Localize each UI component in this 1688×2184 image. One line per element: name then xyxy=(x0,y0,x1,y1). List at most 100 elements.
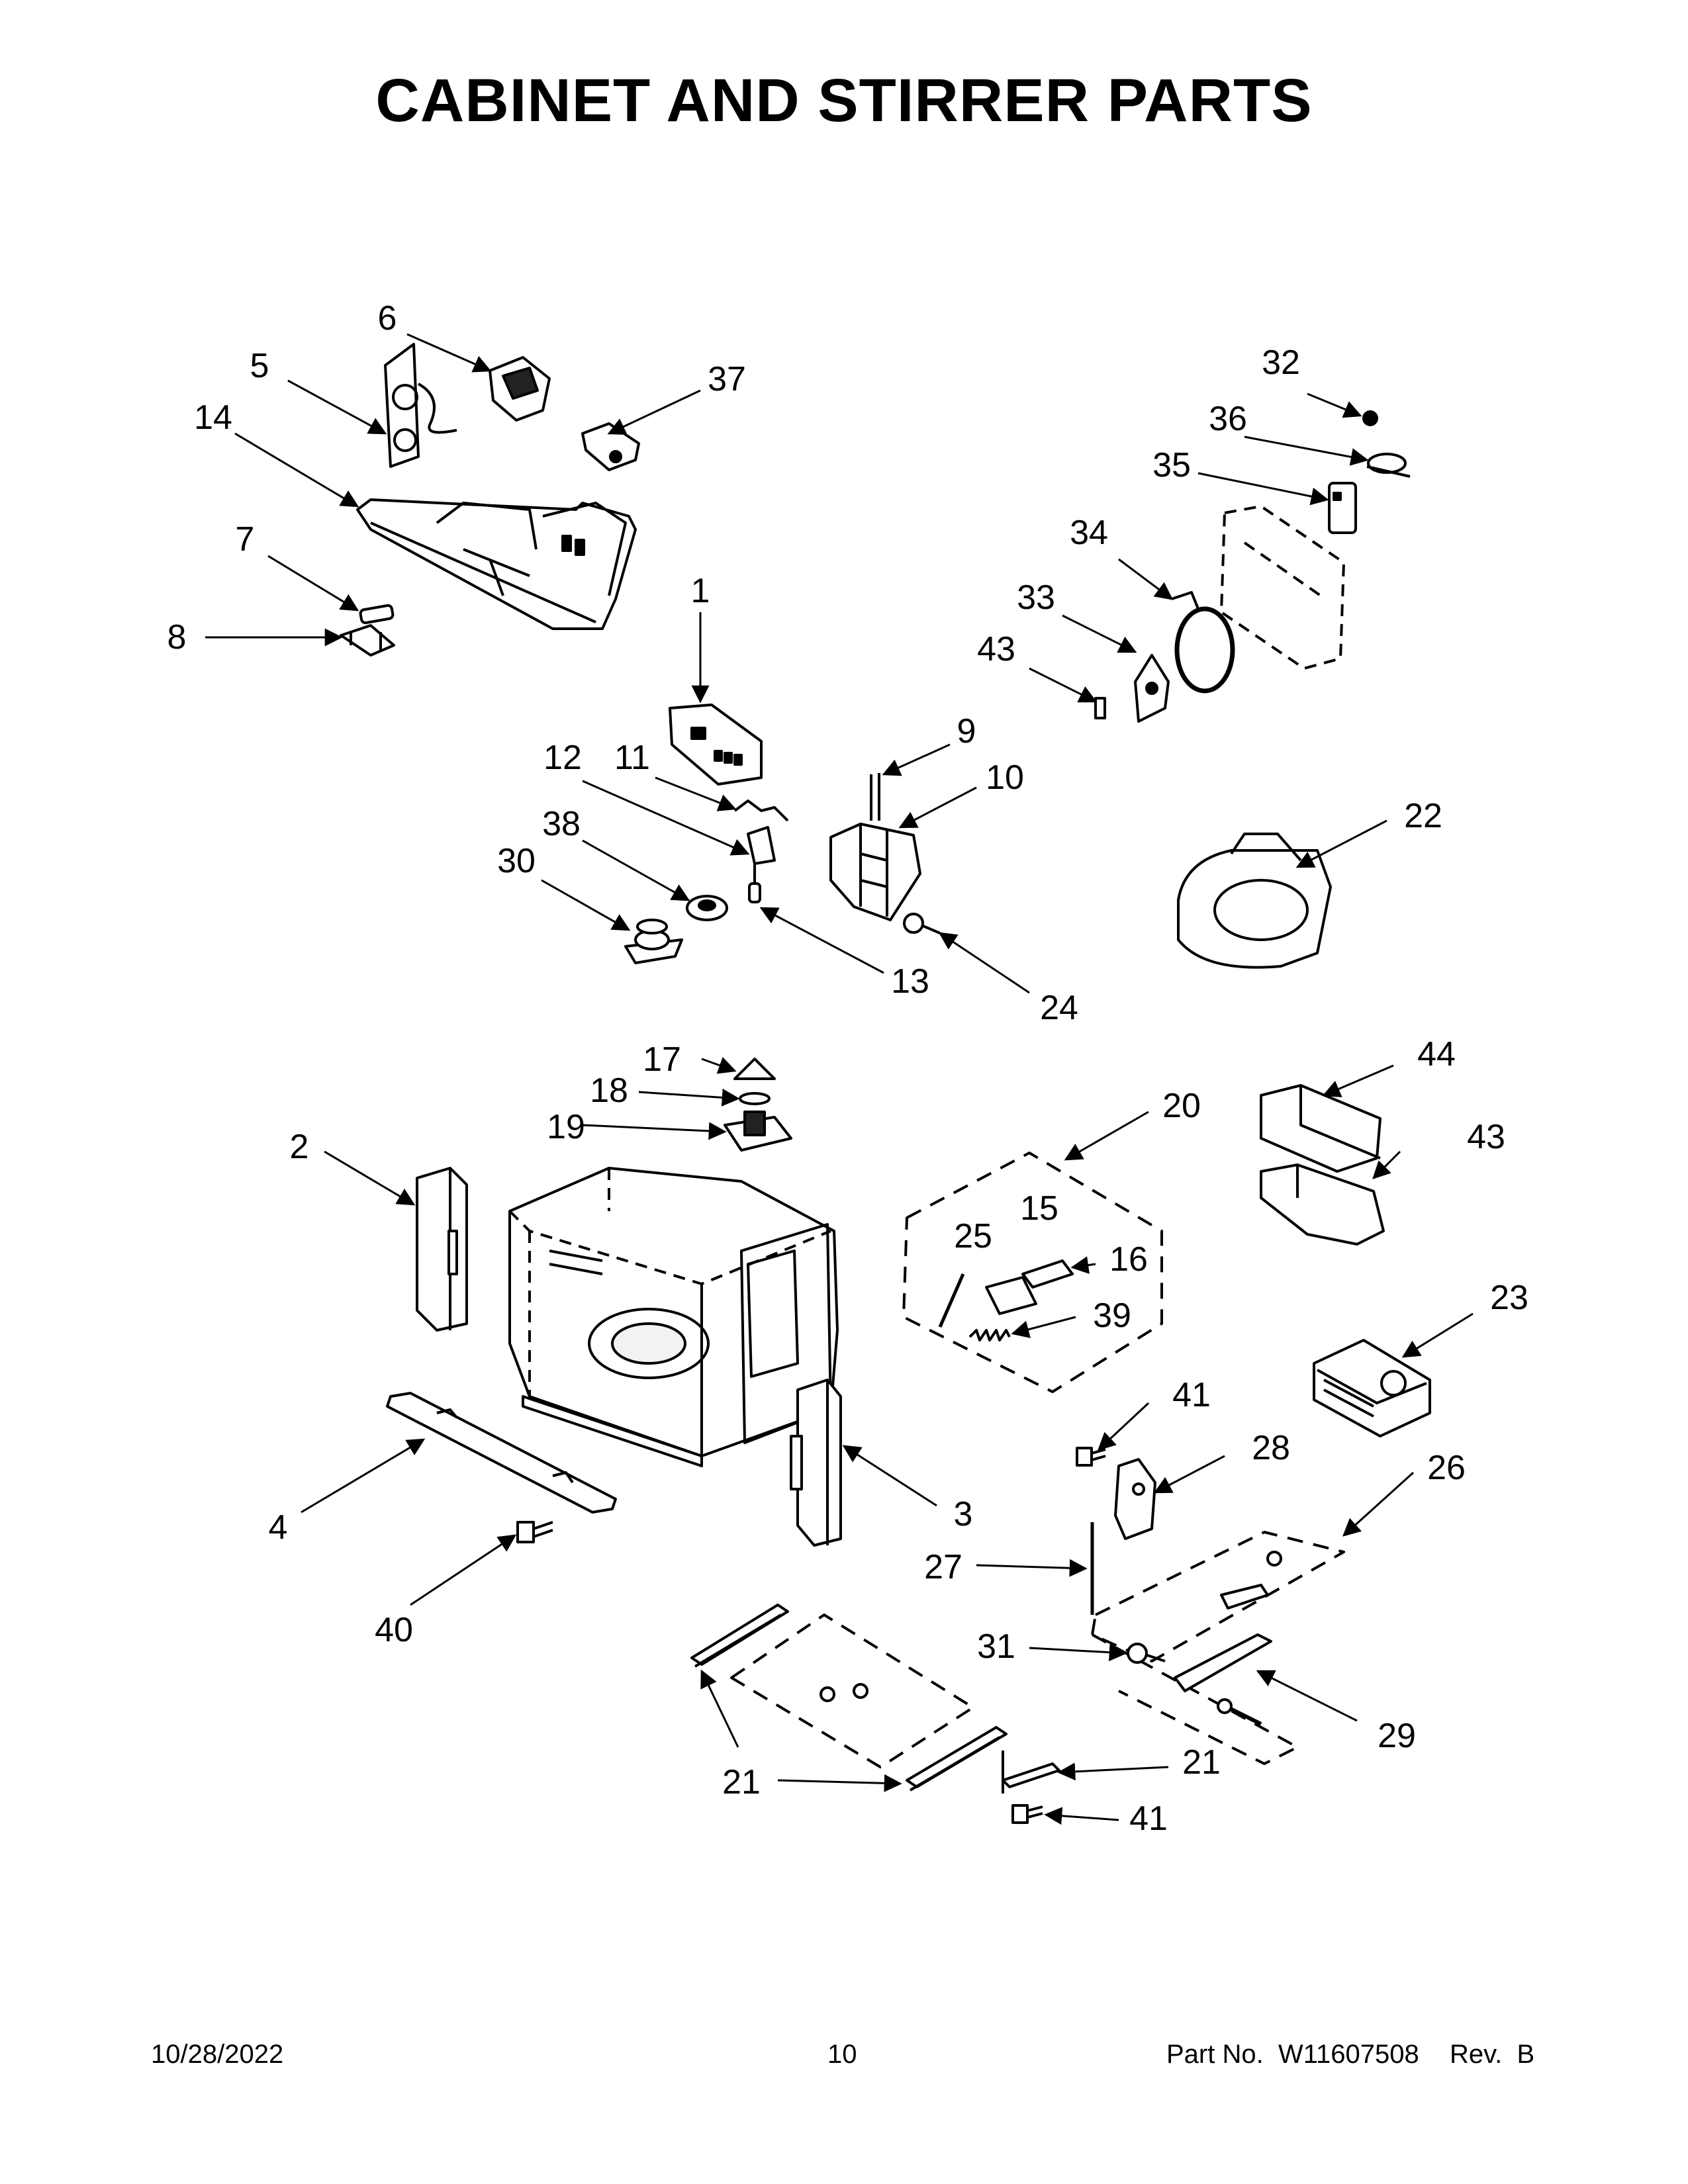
part-26-rod xyxy=(938,1273,965,1328)
footer-date: 10/28/2022 xyxy=(151,2040,284,2069)
callout-9: 9 xyxy=(957,712,976,751)
callout-11: 11 xyxy=(614,739,650,777)
callout-37: 36 xyxy=(1209,400,1247,438)
part-27-kit-outline xyxy=(1091,1531,1345,1765)
callout-12: 12 xyxy=(543,739,582,777)
callout-43: 43 xyxy=(1467,1118,1505,1156)
part-4-bottom-rail xyxy=(386,1392,617,1514)
part-25-screw xyxy=(903,913,941,934)
leader-6 xyxy=(406,333,492,373)
callout-31: 30 xyxy=(497,842,536,880)
part-33-screw xyxy=(1362,410,1378,426)
part-18-washer xyxy=(739,1092,771,1105)
leader-9 xyxy=(882,743,951,776)
leader-14 xyxy=(234,432,359,508)
part-20-kit-outline xyxy=(902,1152,1163,1393)
leader-21-bottom xyxy=(777,1774,902,1792)
part-21-rail-right xyxy=(906,1726,1008,1792)
callout-13: 13 xyxy=(891,962,929,1001)
leader-30 xyxy=(1256,1670,1358,1722)
part-16-spring-clip xyxy=(1021,1259,1074,1289)
part-36-sensor xyxy=(1328,482,1357,534)
leader-27 xyxy=(1342,1471,1415,1537)
part-35-heating-element xyxy=(1171,591,1235,694)
callout-32: 31 xyxy=(977,1627,1015,1666)
callout-20: 20 xyxy=(1162,1087,1201,1125)
leader-10 xyxy=(898,786,977,829)
leader-16 xyxy=(1070,1256,1096,1274)
callout-23: 22 xyxy=(1404,797,1442,835)
part-42-screw xyxy=(1011,1804,1043,1824)
callout-6: 6 xyxy=(378,299,397,338)
leader-42 xyxy=(1044,1807,1119,1825)
leader-41-right xyxy=(1098,1402,1150,1451)
callout-35: 34 xyxy=(1070,514,1108,552)
leader-37 xyxy=(1244,435,1369,466)
leader-40 xyxy=(1011,1316,1076,1338)
leader-32 xyxy=(1029,1643,1127,1662)
callout-14: 14 xyxy=(194,398,232,437)
part-30-drive-arm xyxy=(1174,1633,1272,1726)
callout-38: 37 xyxy=(708,360,746,398)
leader-28 xyxy=(976,1559,1088,1577)
callout-3: 3 xyxy=(954,1495,973,1533)
part-38-clip xyxy=(581,422,640,471)
part-10-transformer xyxy=(829,823,921,921)
leader-17 xyxy=(701,1057,737,1074)
leader-31 xyxy=(541,879,631,931)
callout-33: 32 xyxy=(1262,343,1300,382)
part-15-bracket xyxy=(985,1276,1037,1315)
leader-21-left xyxy=(700,1669,739,1748)
part-22-slide xyxy=(1002,1751,1060,1794)
callout-26: 25 xyxy=(954,1217,992,1255)
leader-35 xyxy=(1118,558,1174,600)
part-21-tray-outline xyxy=(730,1614,974,1768)
callout-19: 19 xyxy=(547,1108,585,1146)
callout-16: 16 xyxy=(1109,1240,1148,1279)
part-6-cover xyxy=(489,356,551,422)
callout-45: 43 xyxy=(977,630,1015,668)
callout-41-right: 41 xyxy=(1172,1376,1211,1414)
callout-1: 1 xyxy=(691,572,710,610)
callout-24: 23 xyxy=(1490,1279,1528,1317)
leader-20 xyxy=(1064,1111,1149,1161)
part-17-cap xyxy=(733,1058,776,1080)
callout-17: 17 xyxy=(643,1040,681,1079)
leader-12 xyxy=(582,780,750,856)
leader-45 xyxy=(1029,667,1098,703)
leader-19 xyxy=(582,1122,727,1140)
leader-38 xyxy=(607,389,701,435)
callout-42: 41 xyxy=(1129,1799,1168,1838)
footer-part-number: Part No. W11607508 xyxy=(1166,2040,1419,2069)
callout-44: 44 xyxy=(1417,1035,1456,1073)
callout-22: 21 xyxy=(1182,1743,1221,1782)
leader-4 xyxy=(301,1438,426,1514)
callout-36: 35 xyxy=(1152,446,1191,484)
callout-7: 7 xyxy=(236,520,255,559)
leader-29 xyxy=(1153,1455,1225,1494)
leader-5 xyxy=(287,379,387,435)
part-43-duct-bottom xyxy=(1260,1163,1385,1246)
part-19-bracket xyxy=(724,1111,792,1152)
leader-43 xyxy=(1372,1150,1401,1179)
callout-2: 2 xyxy=(290,1128,309,1166)
part-27-link xyxy=(1220,1551,1282,1610)
leader-3 xyxy=(842,1445,937,1507)
part-37-thermal-fuse xyxy=(1366,453,1411,478)
part-39-bearing xyxy=(686,895,728,921)
callout-30: 29 xyxy=(1378,1717,1416,1755)
part-44-duct-top xyxy=(1260,1084,1382,1173)
footer-revision: Rev. B xyxy=(1450,2040,1535,2069)
part-14-control-frame xyxy=(356,498,637,630)
part-41-screw-left xyxy=(516,1521,553,1543)
callout-25: 24 xyxy=(1040,989,1078,1027)
callout-21-bottom: 21 xyxy=(722,1763,761,1801)
part-40-spring xyxy=(968,1329,1011,1342)
part-1-control-board xyxy=(669,704,763,786)
part-9-terminal xyxy=(870,773,880,821)
leader-24 xyxy=(1401,1312,1474,1358)
part-2-left-trim xyxy=(416,1167,468,1332)
part-32-screw xyxy=(1127,1643,1166,1664)
leader-18 xyxy=(638,1088,740,1107)
